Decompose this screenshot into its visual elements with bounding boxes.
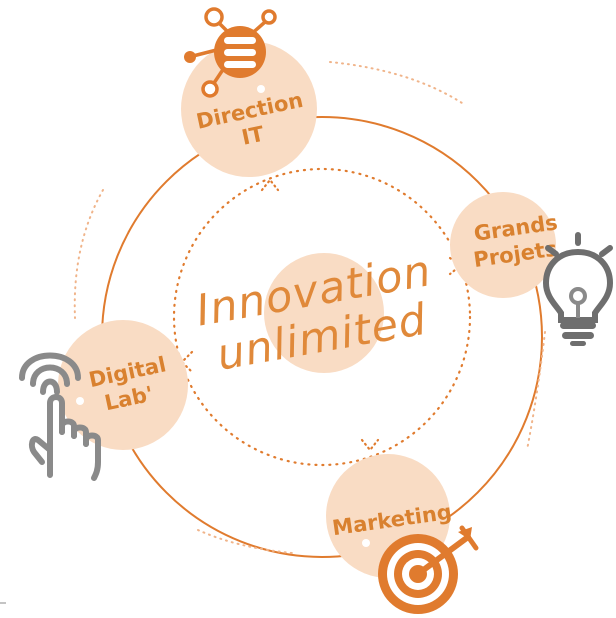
touch-wifi-hand-icon [19,352,101,481]
node-grands-projets-circle [450,192,556,298]
node-direction-it-dot [257,85,265,93]
center-circle [264,253,384,373]
node-direction-it-circle [181,41,317,177]
database-network-icon [184,7,277,98]
node-digital-lab-circle [58,320,188,450]
outer-dotted-arcs [73,61,546,554]
node-digital-lab-dot [76,397,84,405]
inner-dotted-ring [172,167,472,467]
node-marketing-dot [362,539,370,547]
target-arrow-icon [378,525,479,614]
lightbulb-icon [542,232,614,346]
